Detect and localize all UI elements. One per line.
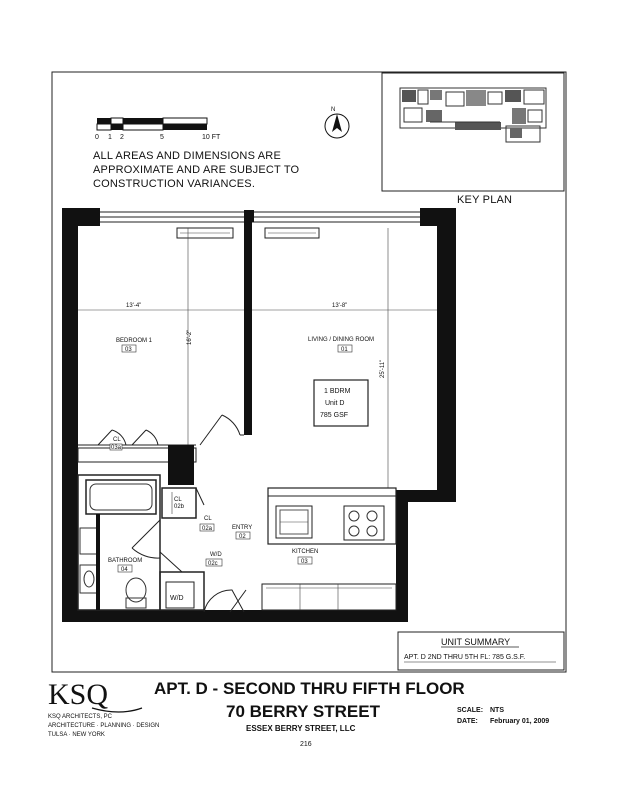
date-label: DATE: (457, 718, 478, 725)
wall-top-left (62, 208, 100, 226)
page-number: 216 (300, 741, 312, 748)
firm-logo: KSQ (48, 678, 143, 713)
unit-summary-heading: UNIT SUMMARY (441, 637, 510, 647)
firm-logo-text: KSQ (48, 678, 108, 711)
scale-value: NTS (490, 707, 504, 714)
living-label: LIVING / DINING ROOM (308, 337, 374, 343)
date-value: February 01, 2009 (490, 718, 549, 725)
scale-tick-0: 0 (95, 134, 99, 141)
bathroom-code: 04 (121, 567, 128, 573)
sheet-title: APT. D - SECOND THRU FIFTH FLOOR (154, 679, 465, 698)
living-depth-dim: 25'-11" (380, 360, 386, 378)
closet-hall-label: CL (204, 516, 212, 522)
wall-east-lower (396, 490, 408, 620)
unit-summary-row: APT. D 2ND THRU 5TH FL: 785 G.S.F. (404, 654, 525, 661)
north-label: N (331, 107, 335, 113)
closet-bed-code: 03a (111, 445, 122, 451)
entry-code: 02 (239, 534, 246, 540)
firm-services: ARCHITECTURE · PLANNING · DESIGN (48, 723, 159, 729)
key-plan (381, 72, 565, 192)
scale-tick-5: 5 (160, 134, 164, 141)
north-arrow-icon: N (324, 107, 350, 139)
closet-hall-code: 02a (202, 526, 213, 532)
entry-label: ENTRY (232, 525, 252, 531)
scale-tick-10: 10 FT (202, 134, 221, 141)
wall-east (437, 208, 456, 500)
living-width-dim: 13'-8" (332, 303, 347, 309)
scale-bar: 0 1 2 5 10 FT (95, 117, 221, 141)
firm-locations: TULSA · NEW YORK (48, 732, 105, 738)
key-plan-label: KEY PLAN (457, 194, 512, 206)
wd-label: W/D (210, 552, 222, 558)
wall-east-step (396, 490, 456, 502)
disclaimer-line-2: APPROXIMATE AND ARE SUBJECT TO (93, 164, 300, 176)
bedroom-width-dim: 13'-4" (126, 303, 141, 309)
bedroom-label: BEDROOM 1 (116, 338, 153, 344)
scale-tick-2: 2 (120, 134, 124, 141)
kitchen-code: 03 (301, 559, 308, 565)
floor-plan: BEDROOM 1 03 13'-4" 16'-2" LIVING / DINI… (62, 208, 456, 622)
building-address: 70 BERRY STREET (226, 702, 381, 721)
unit-summary: UNIT SUMMARY APT. D 2ND THRU 5TH FL: 785… (397, 631, 565, 671)
living-code: 01 (341, 347, 348, 353)
closet-entry-code: 02b (174, 504, 185, 510)
scale-label: SCALE: (457, 707, 483, 714)
wd-box-label: W/D (170, 595, 184, 602)
disclaimer-line-3: CONSTRUCTION VARIANCES. (93, 178, 255, 190)
disclaimer-line-1: ALL AREAS AND DIMENSIONS ARE (93, 150, 281, 162)
scale-tick-1: 1 (108, 134, 112, 141)
closet-entry-label: CL (174, 497, 182, 503)
wall-west (62, 208, 78, 620)
unit-name: Unit D (325, 400, 344, 407)
wd-code: 02c (208, 561, 218, 567)
bedroom-code: 03 (125, 347, 132, 353)
unit-area: 785 GSF (320, 412, 348, 419)
sheet-border (51, 71, 567, 673)
firm-name: KSQ ARCHITECTS, PC (48, 714, 113, 720)
owner-name: ESSEX BERRY STREET, LLC (246, 724, 356, 733)
closet-bed-label: CL (113, 437, 121, 443)
bedroom-depth-dim: 16'-2" (187, 330, 193, 345)
wall-south (62, 610, 408, 622)
bathroom-label: BATHROOM (108, 558, 142, 564)
kitchen-label: KITCHEN (292, 549, 318, 555)
unit-info-box (313, 379, 369, 427)
unit-bedrooms: 1 BDRM (324, 388, 351, 395)
